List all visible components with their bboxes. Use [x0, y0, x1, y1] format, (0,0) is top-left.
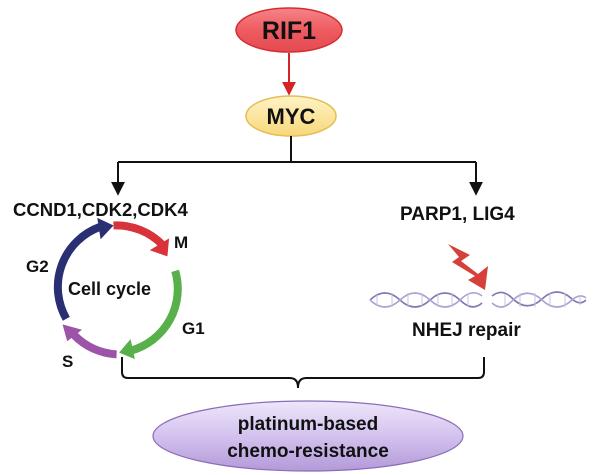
cell-cycle-center-label: Cell cycle	[68, 279, 151, 299]
outcome-line2: chemo-resistance	[227, 441, 389, 462]
phase-m-label: M	[174, 233, 188, 252]
phase-g2-arrowhead	[97, 217, 114, 240]
myc-node: MYC	[245, 95, 337, 137]
phase-s-arrowhead	[62, 324, 82, 342]
myc-label: MYC	[267, 104, 316, 129]
cell-cycle-genes-label: CCND1,CDK2,CDK4	[13, 199, 188, 220]
phase-m-arc	[113, 221, 166, 248]
dna-left-strand	[369, 292, 483, 308]
rif1-label: RIF1	[262, 17, 316, 45]
dna-break-icon	[369, 291, 587, 308]
phase-g1-label: G1	[182, 319, 205, 338]
repair-genes-label: PARP1, LIG4	[400, 204, 515, 225]
outcome-node: platinum-based chemo-resistance	[152, 400, 464, 472]
nhej-label: NHEJ repair	[412, 320, 521, 341]
phase-g1-arrowhead	[119, 339, 135, 360]
outcome-line1: platinum-based	[238, 414, 378, 435]
phase-g1-arc	[130, 269, 182, 355]
phase-g2-label: G2	[26, 257, 49, 276]
phase-m-arrowhead	[149, 238, 170, 257]
branch-connector	[111, 136, 483, 196]
rif1-node: RIF1	[235, 7, 343, 53]
cell-cycle-wheel: Cell cycle M G1 S G2	[26, 217, 205, 371]
convergence-bracket	[121, 357, 485, 389]
phase-g2-arc	[53, 223, 102, 321]
dna-right-strand	[491, 291, 587, 308]
phase-s-arc	[71, 331, 117, 359]
lightning-icon	[448, 244, 488, 290]
phase-s-label: S	[62, 352, 73, 371]
